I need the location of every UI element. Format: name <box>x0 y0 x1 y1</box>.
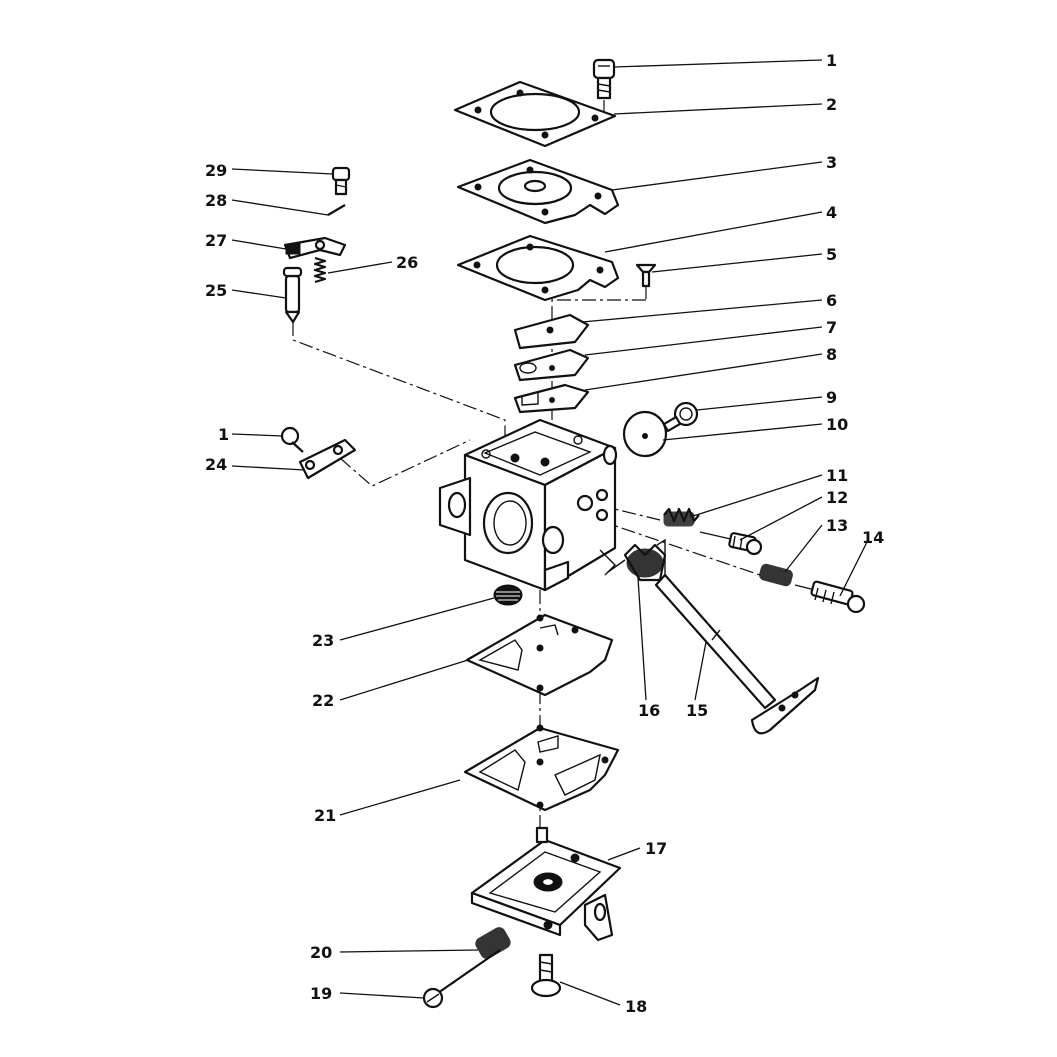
callout-21: 21 <box>314 806 336 825</box>
screw-part-18 <box>530 953 562 998</box>
screw-part-19 <box>422 949 501 1009</box>
callout-10: 10 <box>826 415 848 434</box>
needle-part-12 <box>699 531 763 556</box>
filter-screen-part-23 <box>493 584 523 606</box>
callout-19: 19 <box>310 984 332 1003</box>
spring-part-13 <box>759 563 793 587</box>
pin-part-28 <box>327 204 346 216</box>
callout-15: 15 <box>686 701 708 720</box>
needle-part-14 <box>794 580 866 614</box>
callout-1: 1 <box>826 51 837 70</box>
callout-22: 22 <box>312 691 334 710</box>
callout-1-left: 1 <box>218 425 229 444</box>
callout-9: 9 <box>826 388 837 407</box>
screw-part-5 <box>635 263 657 288</box>
callout-labels: 1 2 3 4 5 6 7 8 9 10 11 12 13 14 15 16 1… <box>205 51 884 1016</box>
leader-lines <box>231 59 869 1006</box>
callout-27: 27 <box>205 231 227 250</box>
callout-12: 12 <box>826 488 848 507</box>
screw-part-1-left <box>280 426 304 453</box>
inlet-needle-part-25 <box>282 266 303 324</box>
callout-3: 3 <box>826 153 837 172</box>
callout-14: 14 <box>862 528 884 547</box>
pump-gasket-part-21 <box>463 724 620 812</box>
callout-18: 18 <box>625 997 647 1016</box>
gear-part-9 <box>662 401 699 433</box>
throttle-shaft-part-15 <box>654 573 820 735</box>
callout-2: 2 <box>826 95 837 114</box>
screw-part-1-top <box>592 58 616 100</box>
metering-lever-part-6 <box>513 313 590 350</box>
callout-6: 6 <box>826 291 837 310</box>
carburetor-body <box>438 418 618 592</box>
callout-26: 26 <box>396 253 418 272</box>
callout-16: 16 <box>638 701 660 720</box>
callout-29: 29 <box>205 161 227 180</box>
gasket-part-4 <box>456 234 620 302</box>
callout-24: 24 <box>205 455 227 474</box>
spring-part-20 <box>475 927 511 959</box>
callout-5: 5 <box>826 245 837 264</box>
callout-11: 11 <box>826 466 848 485</box>
callout-17: 17 <box>645 839 667 858</box>
metering-lever-part-8 <box>513 383 590 414</box>
throttle-disc-part-10 <box>622 410 668 458</box>
metering-lever-part-27 <box>283 236 347 260</box>
metering-diaphragm-part-3 <box>456 158 620 225</box>
pump-diaphragm-part-22 <box>465 613 614 697</box>
pump-cover-part-17 <box>470 826 622 942</box>
callout-13: 13 <box>826 516 848 535</box>
callout-8: 8 <box>826 345 837 364</box>
callout-20: 20 <box>310 943 332 962</box>
screw-part-29 <box>331 166 351 196</box>
return-spring-part-16 <box>607 538 667 582</box>
callout-25: 25 <box>205 281 227 300</box>
bracket-part-24 <box>298 438 357 480</box>
callout-23: 23 <box>312 631 334 650</box>
callout-7: 7 <box>826 318 837 337</box>
callout-4: 4 <box>826 203 837 222</box>
cover-plate-part-2 <box>453 80 617 148</box>
callout-28: 28 <box>205 191 227 210</box>
metering-lever-part-7 <box>513 348 590 382</box>
spring-part-26 <box>313 256 327 284</box>
spring-part-11 <box>663 507 700 527</box>
